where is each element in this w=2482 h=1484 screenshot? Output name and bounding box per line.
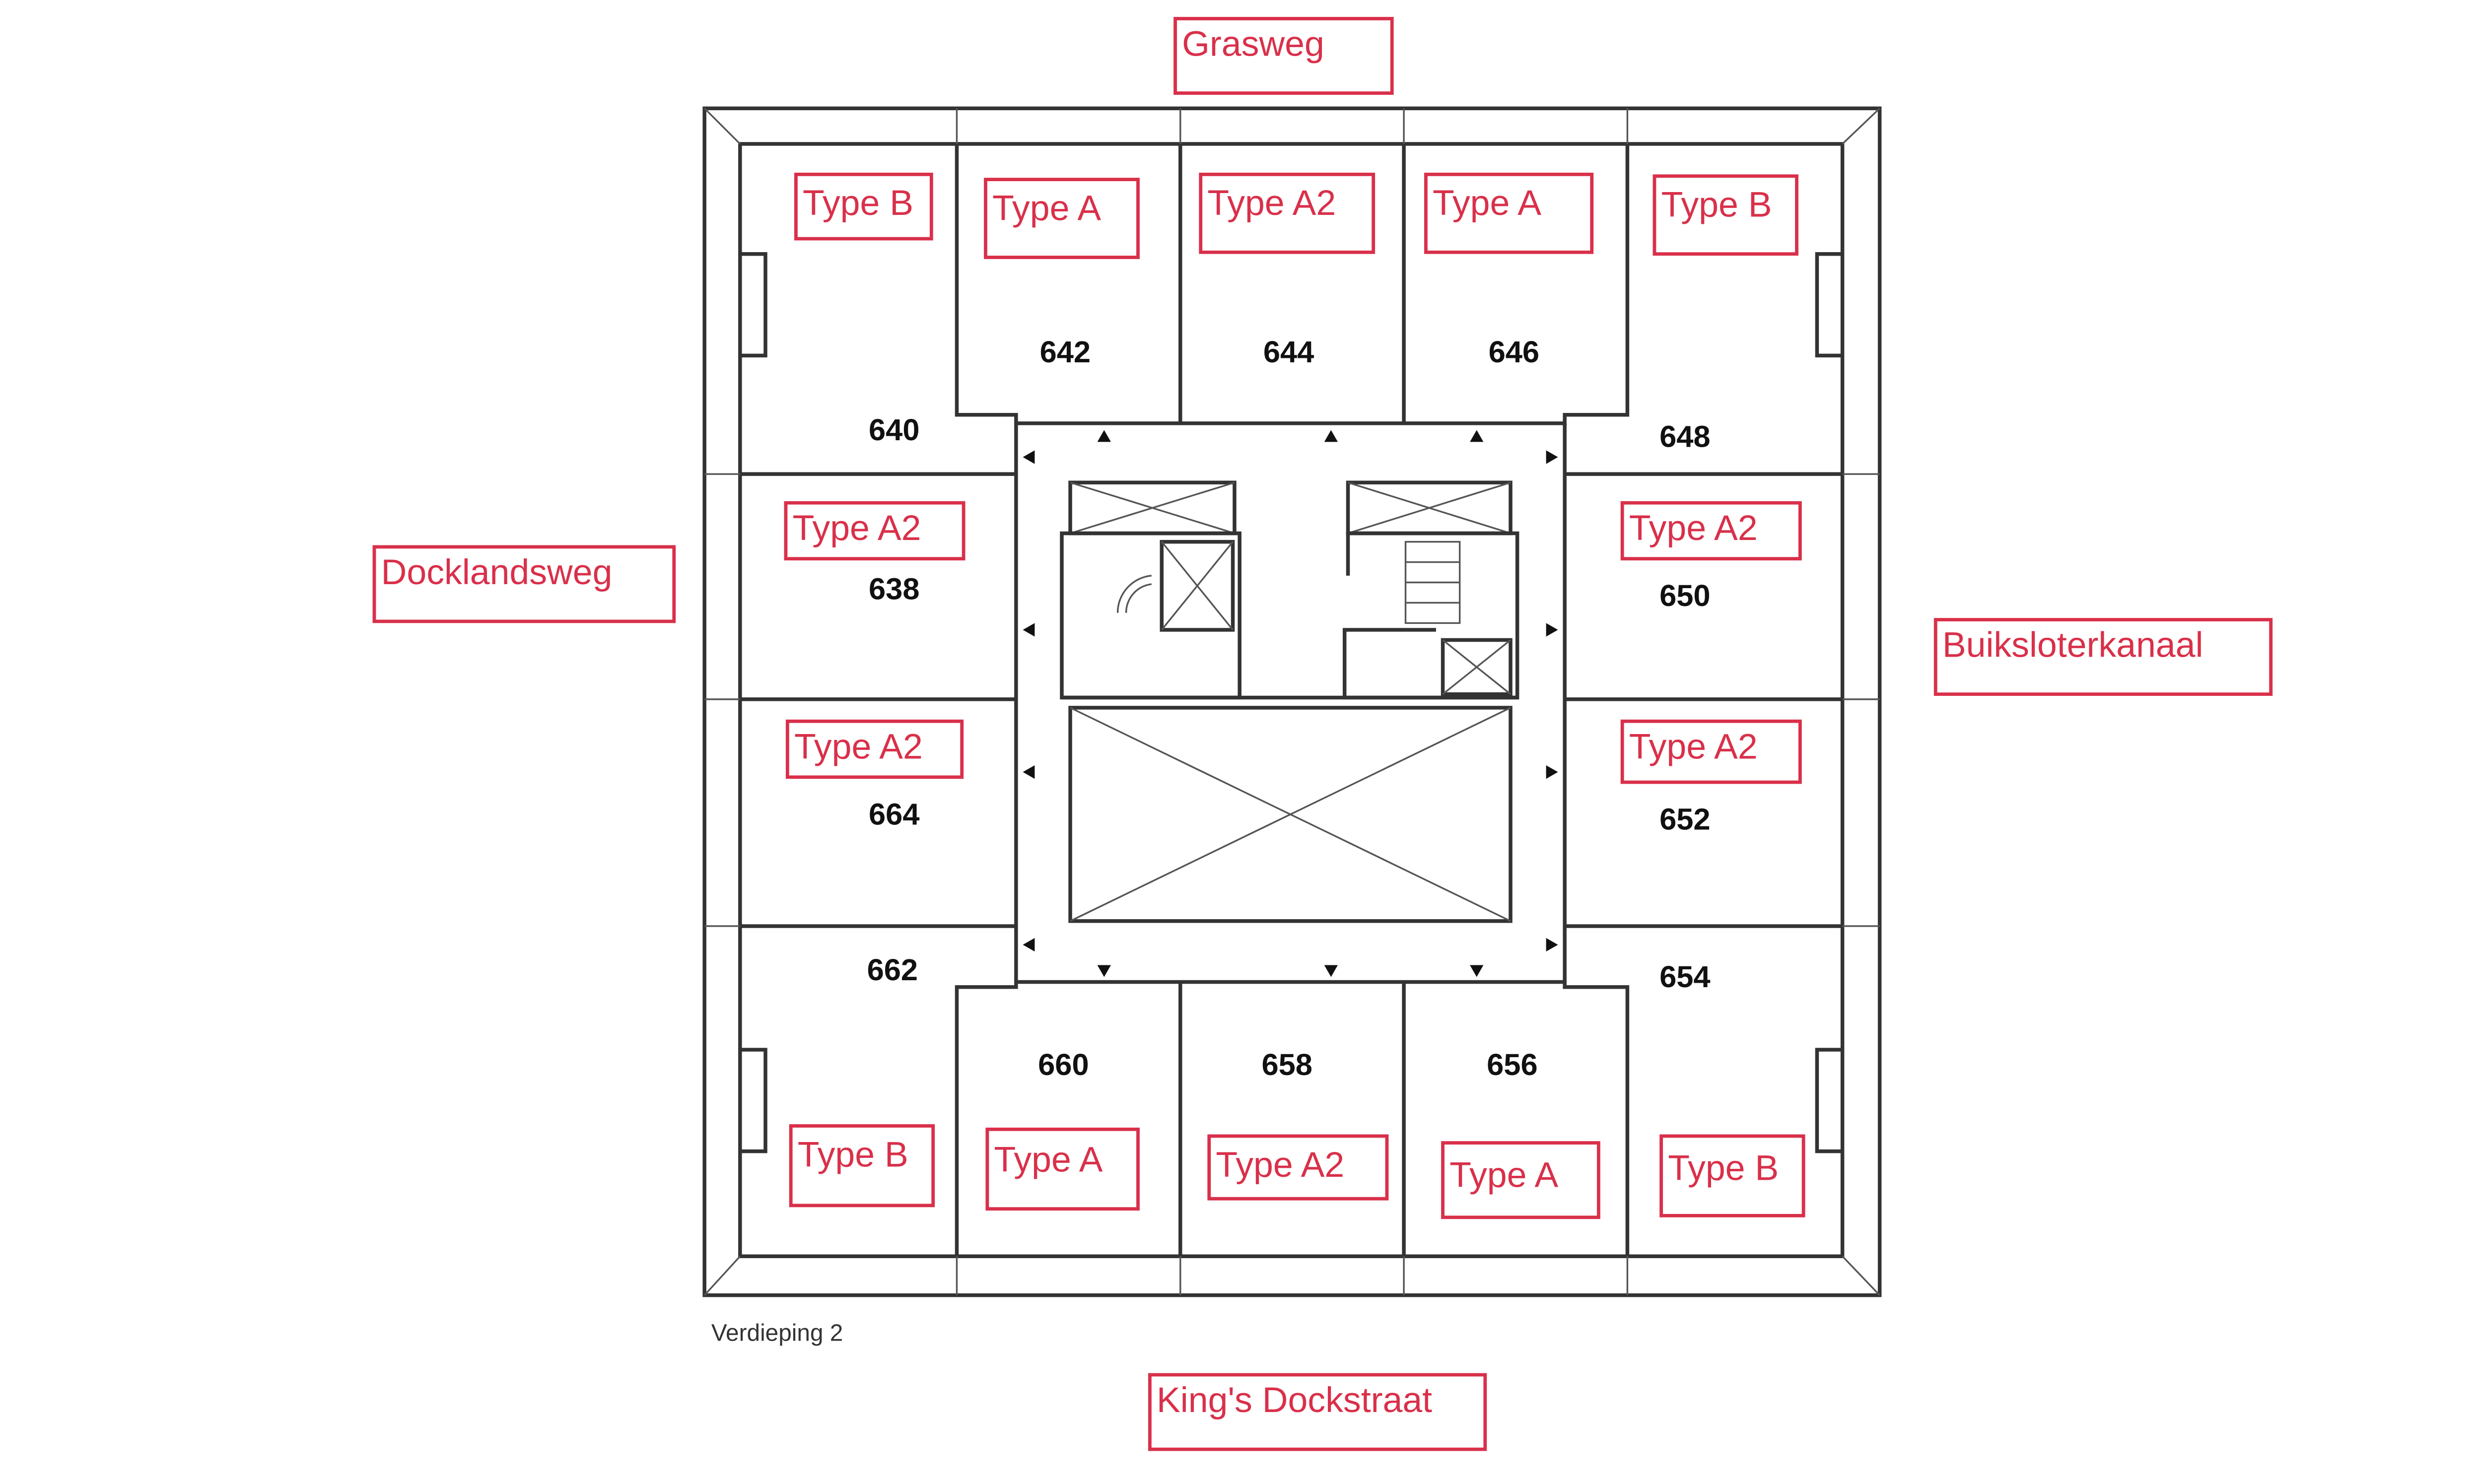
unit-642[interactable]: Type A 642 [984, 178, 1140, 369]
unit-646[interactable]: Type A 646 [1424, 172, 1594, 369]
unit-type-label: Type B [1668, 1148, 1779, 1188]
unit-type-label: Type A2 [794, 727, 923, 766]
unit-664[interactable]: Type A2 664 [785, 719, 964, 831]
unit-number: 662 [867, 953, 918, 987]
unit-number: 642 [1040, 335, 1091, 369]
unit-640[interactable]: Type B 640 [794, 172, 933, 447]
unit-number: 644 [1263, 335, 1314, 369]
svg-text:King's Dockstraat: King's Dockstraat [1157, 1380, 1432, 1420]
building-core [1060, 480, 1519, 923]
unit-type-label: Type A2 [1216, 1145, 1344, 1185]
unit-662[interactable]: Type B 662 [789, 953, 935, 1208]
unit-656[interactable]: Type A 656 [1441, 1048, 1600, 1219]
street-label-west: Docklandsweg [372, 545, 676, 623]
unit-number: 640 [869, 413, 919, 447]
unit-652[interactable]: Type A2 652 [1620, 719, 1802, 837]
svg-text:Buiksloterkanaal: Buiksloterkanaal [1942, 625, 2204, 665]
street-label-north: Grasweg [1173, 17, 1394, 95]
unit-type-label: Type B [798, 1135, 908, 1174]
unit-number: 650 [1659, 579, 1710, 613]
building-walls [702, 106, 1882, 1297]
unit-type-label: Type A [994, 1140, 1103, 1180]
svg-text:Grasweg: Grasweg [1182, 24, 1324, 64]
unit-type-label: Type A2 [1207, 183, 1336, 223]
floor-caption: Verdieping 2 [711, 1320, 843, 1347]
unit-type-label: Type A2 [1629, 508, 1758, 548]
unit-number: 654 [1659, 960, 1710, 994]
unit-number: 646 [1489, 335, 1539, 369]
unit-number: 664 [869, 797, 919, 831]
unit-number: 648 [1659, 420, 1710, 454]
unit-type-label: Type B [803, 183, 913, 223]
unit-660[interactable]: Type A 660 [985, 1048, 1140, 1211]
unit-number: 660 [1038, 1048, 1089, 1082]
unit-number: 652 [1659, 803, 1710, 837]
unit-number: 656 [1487, 1048, 1537, 1082]
street-label-east: Buiksloterkanaal [1933, 618, 2273, 696]
unit-type-label: Type A [992, 188, 1101, 228]
unit-type-label: Type A [1433, 183, 1541, 223]
unit-650[interactable]: Type A2 650 [1620, 501, 1802, 613]
unit-type-label: Type A2 [793, 508, 921, 548]
unit-type-label: Type B [1661, 185, 1772, 225]
entrance-markers [1023, 430, 1558, 977]
unit-658[interactable]: Type A2 658 [1207, 1048, 1389, 1201]
unit-654[interactable]: Type B 654 [1659, 960, 1805, 1217]
unit-number: 658 [1261, 1048, 1312, 1082]
svg-text:Docklandsweg: Docklandsweg [381, 552, 613, 592]
unit-number: 638 [869, 572, 919, 607]
unit-648[interactable]: Type B 648 [1653, 174, 1798, 454]
unit-type-label: Type A2 [1629, 727, 1758, 766]
unit-638[interactable]: Type A2 638 [784, 501, 965, 607]
unit-type-label: Type A [1449, 1155, 1558, 1195]
street-label-south: King's Dockstraat [1148, 1373, 1487, 1451]
unit-644[interactable]: Type A2 644 [1199, 172, 1376, 369]
